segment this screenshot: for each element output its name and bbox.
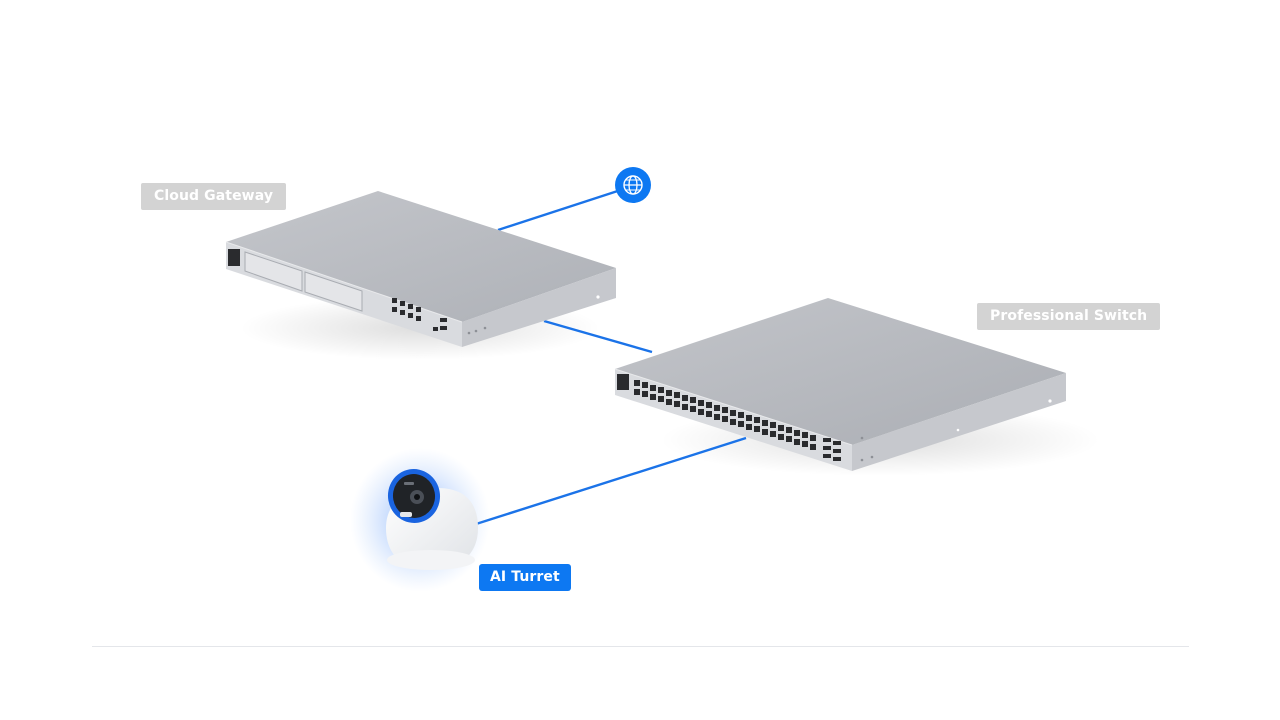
gateway-switch-link-line bbox=[543, 319, 653, 354]
section-divider bbox=[92, 646, 1189, 647]
sfp-ports-icon bbox=[823, 438, 841, 461]
professional-switch-label: Professional Switch bbox=[977, 303, 1161, 330]
drive-bay-icon bbox=[244, 251, 303, 292]
cloud-gateway-device[interactable] bbox=[225, 191, 616, 347]
ai-turret-camera[interactable] bbox=[350, 448, 490, 592]
ai-turret-label: AI Turret bbox=[479, 564, 571, 591]
power-port-icon bbox=[617, 374, 629, 390]
switch-camera-link-line bbox=[475, 436, 747, 526]
drive-bay-icon bbox=[304, 271, 363, 312]
globe-icon[interactable] bbox=[615, 167, 651, 203]
power-port-icon bbox=[228, 249, 240, 266]
sfp-ports-icon bbox=[433, 318, 447, 331]
internet-link-line bbox=[497, 184, 634, 232]
cloud-gateway-label: Cloud Gateway bbox=[141, 183, 287, 210]
professional-switch-device[interactable] bbox=[614, 298, 1066, 471]
ethernet-ports-icon bbox=[392, 298, 421, 321]
ethernet-ports-icon bbox=[634, 380, 816, 450]
